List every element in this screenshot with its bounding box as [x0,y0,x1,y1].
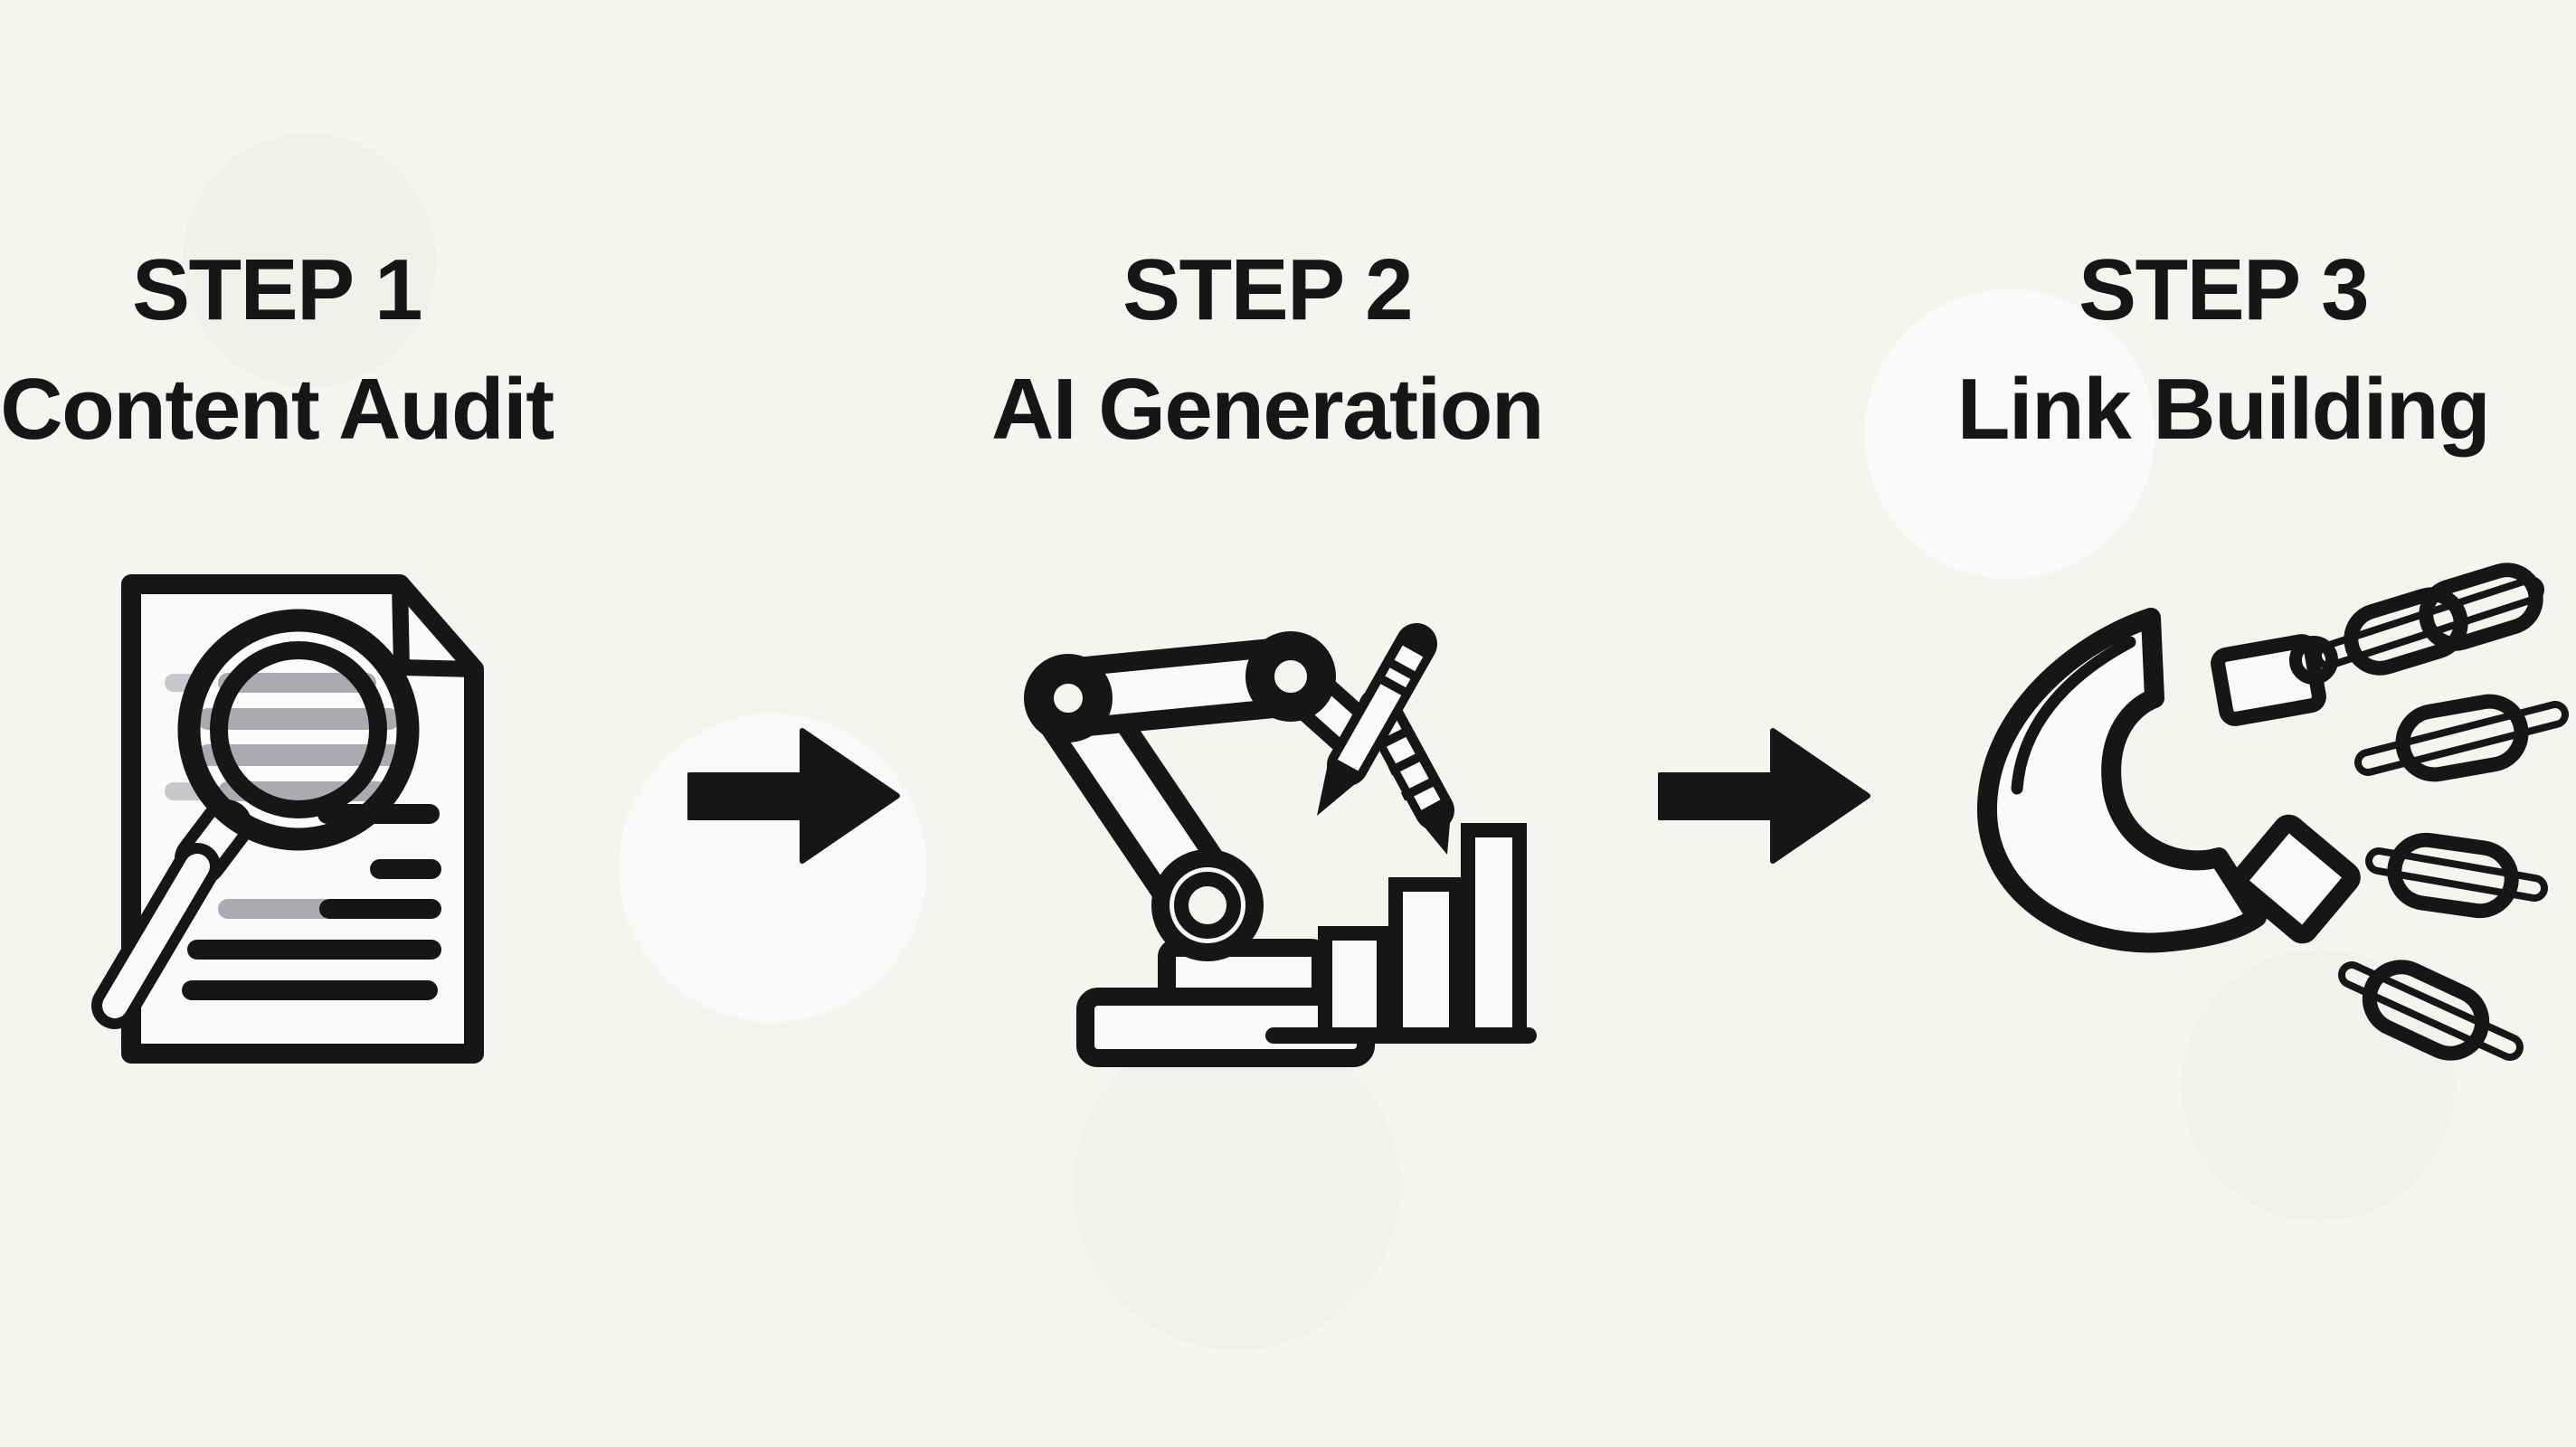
step2-heading: STEP 2 AI Generation [990,231,1544,469]
chain-link-icon [2338,960,2524,1061]
chain-link-icon [2365,832,2548,919]
ai-generation-illustration [1024,623,1537,1067]
magnet-pole-cap [2230,814,2361,944]
step1-heading: STEP 1 Content Audit [0,231,554,469]
magnifier-lens [177,609,420,851]
step2-label: STEP 2 [1122,241,1414,338]
step2-title: AI Generation [991,361,1544,458]
chain-link-icon [2354,694,2569,782]
step3-title: Link Building [1956,361,2491,458]
chain-link-icon [2211,563,2544,726]
arrow-right-shape [1658,728,1870,864]
folded-corner [392,576,482,677]
magnifier-handle [91,799,252,1029]
arrow-right-shape [687,728,900,864]
magnet-highlight-line [2011,636,2136,795]
arrow-right-icon [1658,724,1875,868]
document-magnifier-icon [90,561,579,1103]
pencil-icon [1317,623,1437,816]
step1-label: STEP 1 [131,241,423,338]
step1-title: Content Audit [0,361,554,458]
robot-joints [1024,631,1336,961]
arrow-right-icon [687,724,904,868]
magnet-chain-links-icon [1945,543,2576,1103]
magnet-icon [1976,608,2361,953]
link-building-illustration [1976,563,2569,1061]
bar-chart-icon [1265,823,1537,1044]
step3-label: STEP 3 [2078,241,2370,338]
robot-arm-pencil-chart-icon [995,588,1574,1085]
step3-heading: STEP 3 Link Building [1946,231,2500,469]
content-audit-illustration [91,574,484,1064]
